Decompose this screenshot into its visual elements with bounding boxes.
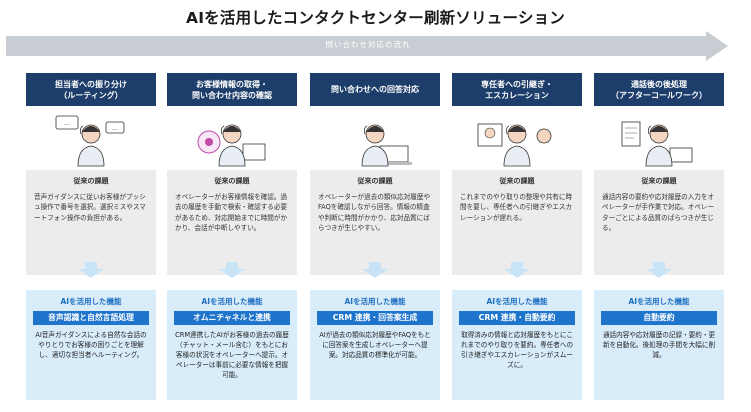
problem-box: 従来の課題 オペレーターがお客様情報を確認。過去の履歴を手動で検索・確認する必要… <box>167 170 297 275</box>
ai-feature-title: AIを活用した機能 <box>486 297 548 306</box>
ai-feature-label: 自動要約 <box>601 311 717 325</box>
problem-title: 従来の課題 <box>641 177 677 185</box>
problem-title: 従来の課題 <box>214 177 250 185</box>
svg-text:…: … <box>112 125 118 132</box>
ai-feature-description: AI音声ガイダンスによる自然な会話のやりとりでお客様の困りごとを理解し、適切な担… <box>35 331 147 359</box>
operator-handoff-icon <box>452 106 582 170</box>
ai-feature-box: AIを活用した機能 オムニチャネルと連携 CRM連携したAIがお客様の過去の履歴… <box>167 290 297 400</box>
flow-step-4: 専任者への引継ぎ・ エスカレーション 従来の課題 これまでのやり取りの整理や共有… <box>452 73 582 275</box>
problem-text: 通話内容の要約や応対履歴の入力をオペレーターが手作業で対応。オペレーターごとによ… <box>602 192 715 233</box>
ai-feature-title: AIを活用した機能 <box>60 297 122 306</box>
step-header: 担当者への振り分け （ルーティング） <box>26 73 156 106</box>
flow-label: 問い合わせ対応の流れ <box>325 40 411 49</box>
down-arrow-icon <box>646 262 672 278</box>
ai-feature-label: 音声認識と自然言語処理 <box>33 311 149 325</box>
step-header-line2: （ルーティング） <box>59 90 123 100</box>
problem-text: オペレーターがお客様情報を確認。過去の履歴を手動で検索・確認する必要があるため、… <box>175 192 288 233</box>
problem-title: 従来の課題 <box>73 177 109 185</box>
problem-title: 従来の課題 <box>499 177 535 185</box>
step-header-line1: 専任者への引継ぎ・ <box>481 79 553 89</box>
ai-feature-description: AIが過去の類似応対履歴やFAQをもとに回答案を生成しオペレーターへ提案。対応品… <box>319 331 431 359</box>
problem-title: 従来の課題 <box>357 177 393 185</box>
problem-text: オペレーターが過去の類似応対履歴やFAQを確認しながら回答。情報の精査や判断に時… <box>318 192 431 233</box>
down-arrow-icon <box>362 262 388 278</box>
flow-step-2: お客様情報の取得・ 問い合わせ内容の確認 従来の課題 オペレーターがお客様情報を… <box>167 73 297 275</box>
operator-document-icon <box>594 106 724 170</box>
flow-step-1: 担当者への振り分け （ルーティング） … … 従来の課題 音声ガイダンスに従いお… <box>26 73 156 275</box>
ai-feature-title: AIを活用した機能 <box>201 297 263 306</box>
problem-box: 従来の課題 これまでのやり取りの整理や共有に時間を要し、専任者への引継ぎやエスカ… <box>452 170 582 275</box>
ai-feature-box: AIを活用した機能 CRM 連携・回答案生成 AIが過去の類似応対履歴やFAQを… <box>310 290 440 400</box>
ai-feature-description: 取得済みの情報と応対履歴をもとにこれまでのやり取りを要約。専任者への引き継ぎやエ… <box>460 331 574 369</box>
problem-text: 音声ガイダンスに従いお客様がプッシュ操作で番号を選択。選択ミスやスマートフォン操… <box>34 192 146 222</box>
step-header: お客様情報の取得・ 問い合わせ内容の確認 <box>167 73 297 106</box>
problem-box: 従来の課題 音声ガイダンスに従いお客様がプッシュ操作で番号を選択。選択ミスやスマ… <box>26 170 156 275</box>
down-arrow-icon <box>219 262 245 278</box>
ai-feature-label: CRM 連携・自動要約 <box>459 311 575 325</box>
flow-step-5: 通話後の後処理 （アフターコールワーク） 従来の課題 通話内容の要約や応対履歴の… <box>594 73 724 275</box>
operator-search-icon <box>167 106 297 170</box>
problem-text: これまでのやり取りの整理や共有に時間を要し、専任者への引継ぎやエスカレーションが… <box>460 192 573 222</box>
ai-feature-title: AIを活用した機能 <box>344 297 406 306</box>
step-header: 問い合わせへの回答対応 <box>310 73 440 106</box>
operator-chat-icon: … … <box>26 106 156 170</box>
step-header: 通話後の後処理 （アフターコールワーク） <box>594 73 724 106</box>
ai-feature-box: AIを活用した機能 CRM 連携・自動要約 取得済みの情報と応対履歴をもとにこれ… <box>452 290 582 400</box>
problem-box: 従来の課題 オペレーターが過去の類似応対履歴やFAQを確認しながら回答。情報の精… <box>310 170 440 275</box>
ai-feature-label: オムニチャネルと連携 <box>174 311 290 325</box>
ai-feature-description: CRM連携したAIがお客様の過去の履歴（チャット・メール含む）をもとにお客様の状… <box>175 331 289 379</box>
flow-step-3: 問い合わせへの回答対応 従来の課題 オペレーターが過去の類似応対履歴やFAQを確… <box>310 73 440 275</box>
flow-arrow <box>6 31 728 61</box>
ai-feature-box: AIを活用した機能 自動要約 通話内容や応対履歴の記録・要約・更新を自動化。後処… <box>594 290 724 400</box>
problem-box: 従来の課題 通話内容の要約や応対履歴の入力をオペレーターが手作業で対応。オペレー… <box>594 170 724 275</box>
svg-text:…: … <box>64 120 70 127</box>
ai-feature-label: CRM 連携・回答案生成 <box>317 311 433 325</box>
down-arrow-icon <box>504 262 530 278</box>
step-header-line2: （アフターコールワーク） <box>611 90 707 100</box>
operator-laptop-icon <box>310 106 440 170</box>
step-header-line2: 問い合わせ内容の確認 <box>192 90 272 100</box>
ai-feature-description: 通話内容や応対履歴の記録・要約・更新を自動化。後処理の手間を大幅に削減。 <box>602 331 716 359</box>
ai-feature-box: AIを活用した機能 音声認識と自然言語処理 AI音声ガイダンスによる自然な会話の… <box>26 290 156 400</box>
down-arrow-icon <box>78 262 104 278</box>
step-header-line2: エスカレーション <box>485 90 549 100</box>
step-header-line1: 通話後の後処理 <box>631 79 687 89</box>
step-header: 専任者への引継ぎ・ エスカレーション <box>452 73 582 106</box>
step-header-line1: お客様情報の取得・ <box>196 79 268 89</box>
step-header-line1: 担当者への振り分け <box>55 79 127 89</box>
ai-feature-title: AIを活用した機能 <box>628 297 690 306</box>
page-title: AIを活用したコンタクトセンター刷新ソリューション <box>186 9 565 27</box>
step-header-line1: 問い合わせへの回答対応 <box>331 85 419 94</box>
